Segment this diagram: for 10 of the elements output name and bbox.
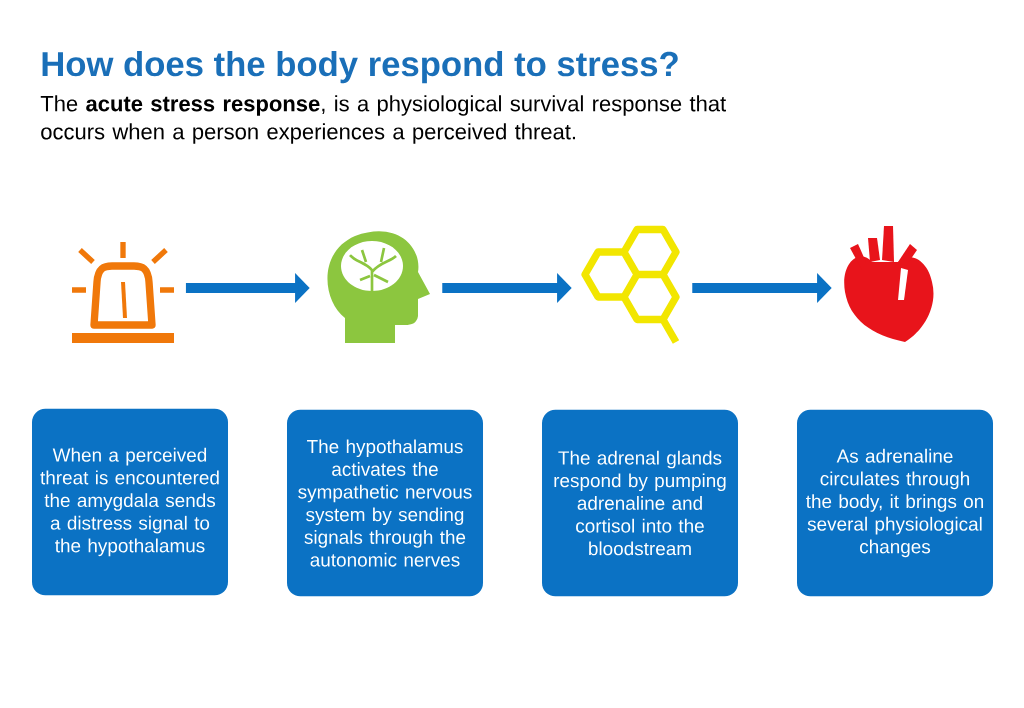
step-box: The hypothalamus activates the sympathetic nervous system by sending signals through the autonomic nerves [287,409,483,597]
head-icon [327,231,430,343]
step-box: As adrenaline circulates through the body, it brings on several physiological changes [797,409,993,597]
heart-icon [844,226,934,342]
intro-text: The acute stress response, is a physiological survival response that occurs when a person experiences a perceived threat. [40,95,726,144]
title: How does the body respond to stress? [42,50,678,84]
step-box: The adrenal glands respond by pumping adrenaline and cortisol into the bloodstream [542,409,738,597]
molecule-icon [581,225,680,346]
step-box: When a perceived threat is encountered the amygdala sends a distress signal to the hypothalamus [32,408,228,596]
siren-icon [69,239,177,343]
